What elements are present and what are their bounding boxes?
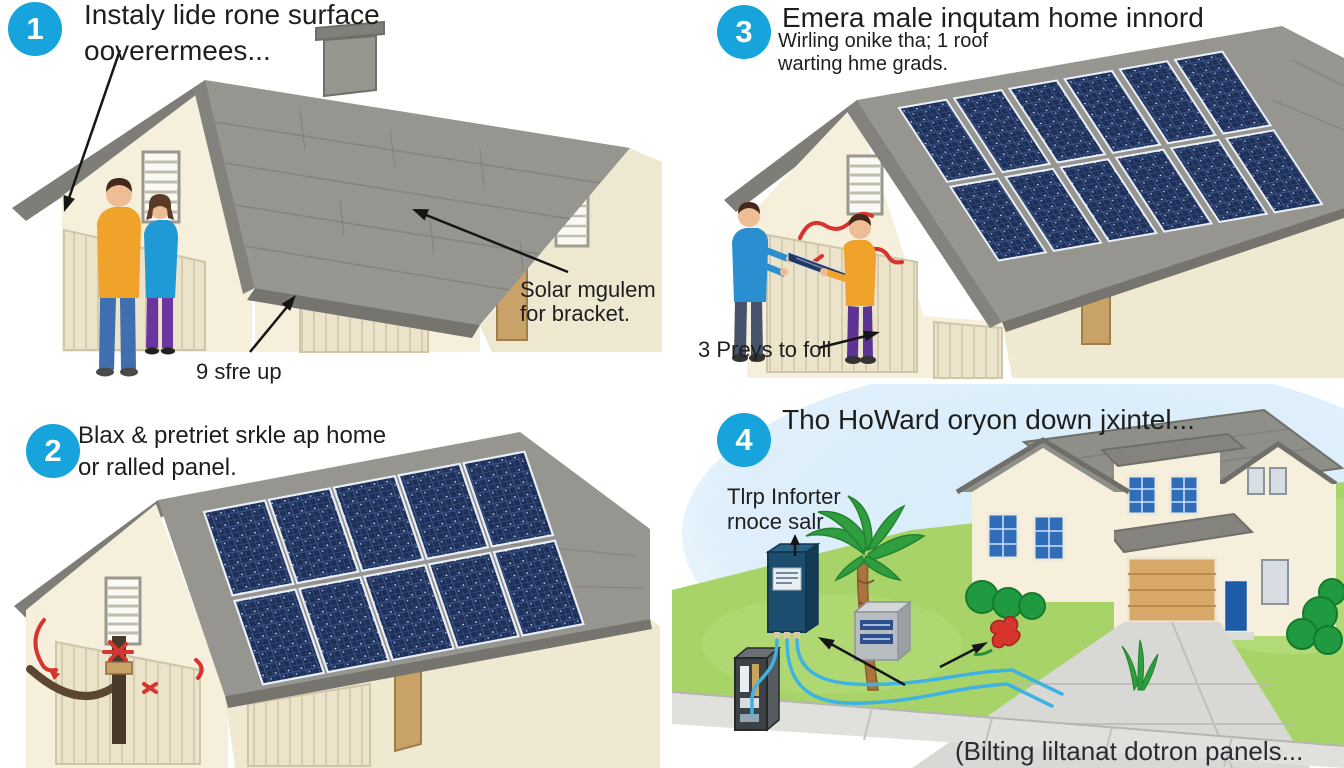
- bushes: [965, 578, 1344, 655]
- installer-orange: [820, 214, 876, 364]
- step-1-title-line-1: Instaly lide rone surface: [84, 0, 380, 30]
- step-2-title-line-1: Blax & pretriet srkle ap home: [78, 422, 387, 449]
- louver-vent: [846, 154, 884, 216]
- arrow-up-to-label: [790, 534, 800, 556]
- roof-label-line-1: Solar mgulem: [520, 277, 656, 302]
- roof-label-line-2: for bracket.: [520, 301, 631, 326]
- chimney: [315, 20, 385, 98]
- arrow-to-roof-surface: [412, 209, 569, 274]
- wires: [750, 638, 1064, 716]
- arrow-to-flower: [939, 642, 988, 669]
- step-1-title-line-2: ooverermees...: [84, 35, 271, 66]
- step-4-title: Tho HoWard oryon down jxintel...: [782, 404, 1195, 435]
- eave-label: 9 sfre up: [196, 359, 282, 384]
- mounting-tool: [26, 636, 133, 744]
- solar-array: [897, 50, 1324, 262]
- press-label: 3 Preys to foll: [698, 337, 832, 362]
- arrow-press: [817, 330, 880, 350]
- inverter-box: [765, 542, 821, 639]
- step-2-badge: 2: [26, 424, 80, 478]
- step-3-sub-line-2: warting hme grads.: [778, 53, 949, 75]
- step-3-number: 3: [735, 14, 753, 49]
- homeowner-man: [96, 178, 141, 377]
- left-windows: [986, 512, 1066, 562]
- step-3-illustration: [724, 26, 1344, 379]
- side-door: [394, 665, 422, 753]
- step-2-number: 2: [44, 433, 62, 468]
- step-1-number: 1: [26, 11, 44, 46]
- red-scribbles: [33, 618, 204, 694]
- bottom-caption: (Bilting liltanat dotron panels...: [955, 736, 1304, 766]
- homeowner-woman: [144, 194, 178, 355]
- step-4-number: 4: [735, 422, 753, 457]
- solar-array: [202, 450, 585, 686]
- step-1-badge: 1: [8, 2, 62, 56]
- arrow-to-roof-edge: [63, 49, 122, 212]
- red-flower: [973, 615, 1021, 656]
- front-door: [1222, 578, 1250, 634]
- step-4-illustration: [672, 384, 1344, 768]
- inverter-label-line-1: Tlrp Inforter: [727, 484, 841, 509]
- step-2-illustration: [14, 432, 660, 768]
- inverter-label-line-2: rnoce salr: [727, 509, 824, 534]
- house-step1: [12, 20, 662, 353]
- agave-plant: [1121, 639, 1159, 692]
- step-2-title-line-2: or ralled panel.: [78, 454, 237, 481]
- step-3-sub-line-1: Wirling onike tha; 1 roof: [778, 30, 989, 52]
- arrow-to-inverter: [818, 637, 906, 687]
- utility-meter-box: [852, 600, 913, 662]
- installer-blue: [732, 202, 794, 362]
- upper-windows: [1126, 474, 1200, 516]
- step-1-illustration: [12, 20, 662, 377]
- arrow-to-eave: [249, 295, 296, 353]
- step-4-badge: 4: [717, 413, 771, 467]
- louver-vent: [104, 576, 142, 646]
- step-3-title: Emera male inqutam home innord: [782, 2, 1204, 33]
- two-story-house: [955, 408, 1344, 655]
- step-3-badge: 3: [717, 5, 771, 59]
